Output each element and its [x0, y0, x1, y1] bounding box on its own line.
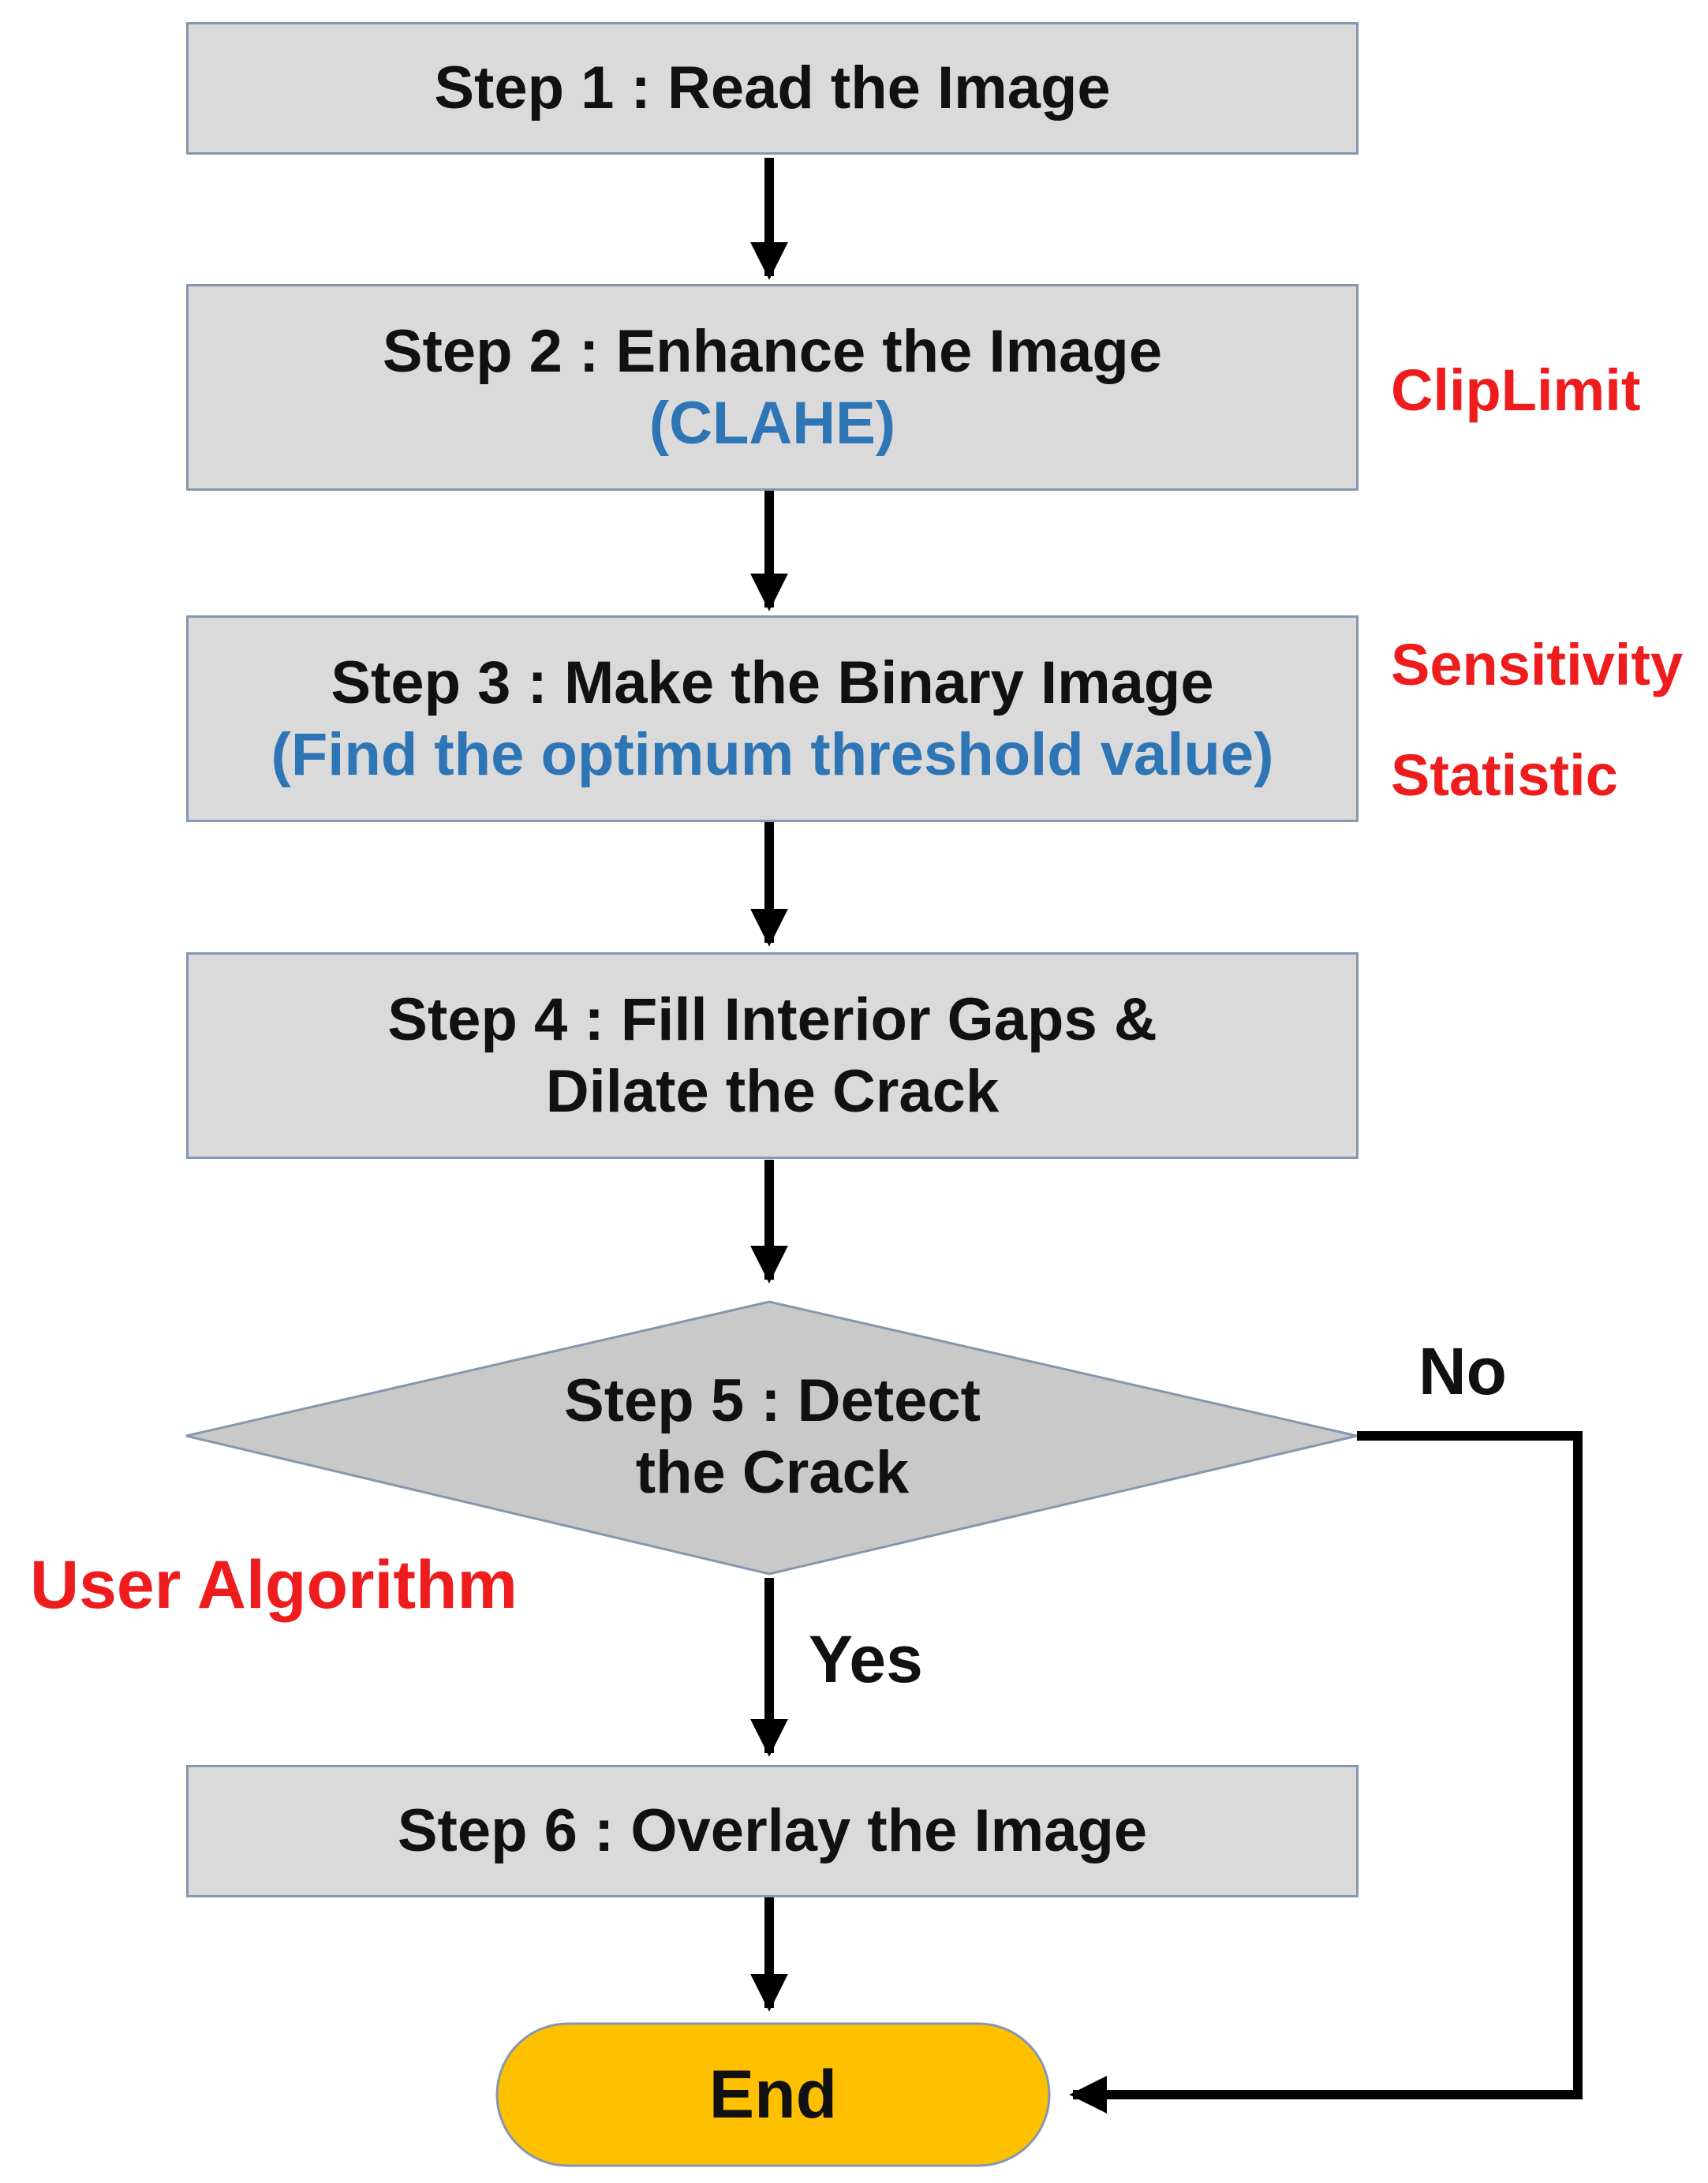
statistic-annotation: Statistic [1391, 742, 1618, 808]
arrow-no-branch [1069, 1431, 1583, 2114]
sensitivity-annotation: Sensitivity [1391, 632, 1684, 697]
yes-label: Yes [809, 1622, 923, 1696]
step1-title: Step 1 : Read the Image [434, 54, 1111, 122]
step1-box: Step 1 : Read the Image [186, 22, 1359, 155]
step5-line2: the Crack [635, 1439, 910, 1507]
step4-line1: Step 4 : Fill Interior Gaps & [387, 985, 1157, 1053]
step6-title: Step 6 : Overlay the Image [397, 1797, 1148, 1865]
step3-box: Step 3 : Make the Binary Image (Find the… [186, 615, 1359, 822]
step4-box: Step 4 : Fill Interior Gaps & Dilate the… [186, 952, 1359, 1159]
step2-title: Step 2 : Enhance the Image [382, 317, 1163, 385]
end-label: End [708, 2056, 838, 2133]
step5-text: Step 5 : Detect the Crack [186, 1365, 1359, 1508]
step4-line2: Dilate the Crack [545, 1058, 1000, 1125]
step3-subtitle: (Find the optimum threshold value) [271, 721, 1274, 788]
step2-box: Step 2 : Enhance the Image (CLAHE) [186, 284, 1359, 491]
step5-line1: Step 5 : Detect [564, 1367, 981, 1434]
no-label: No [1418, 1334, 1507, 1408]
decision-diamond [185, 1300, 1358, 1576]
step3-title: Step 3 : Make the Binary Image [331, 649, 1214, 716]
user-algorithm-annotation: User Algorithm [30, 1547, 518, 1623]
step6-box: Step 6 : Overlay the Image [186, 1765, 1359, 1897]
cliplimit-annotation: ClipLimit [1391, 357, 1641, 423]
step2-subtitle: (CLAHE) [648, 390, 896, 457]
end-terminator [495, 2022, 1051, 2167]
